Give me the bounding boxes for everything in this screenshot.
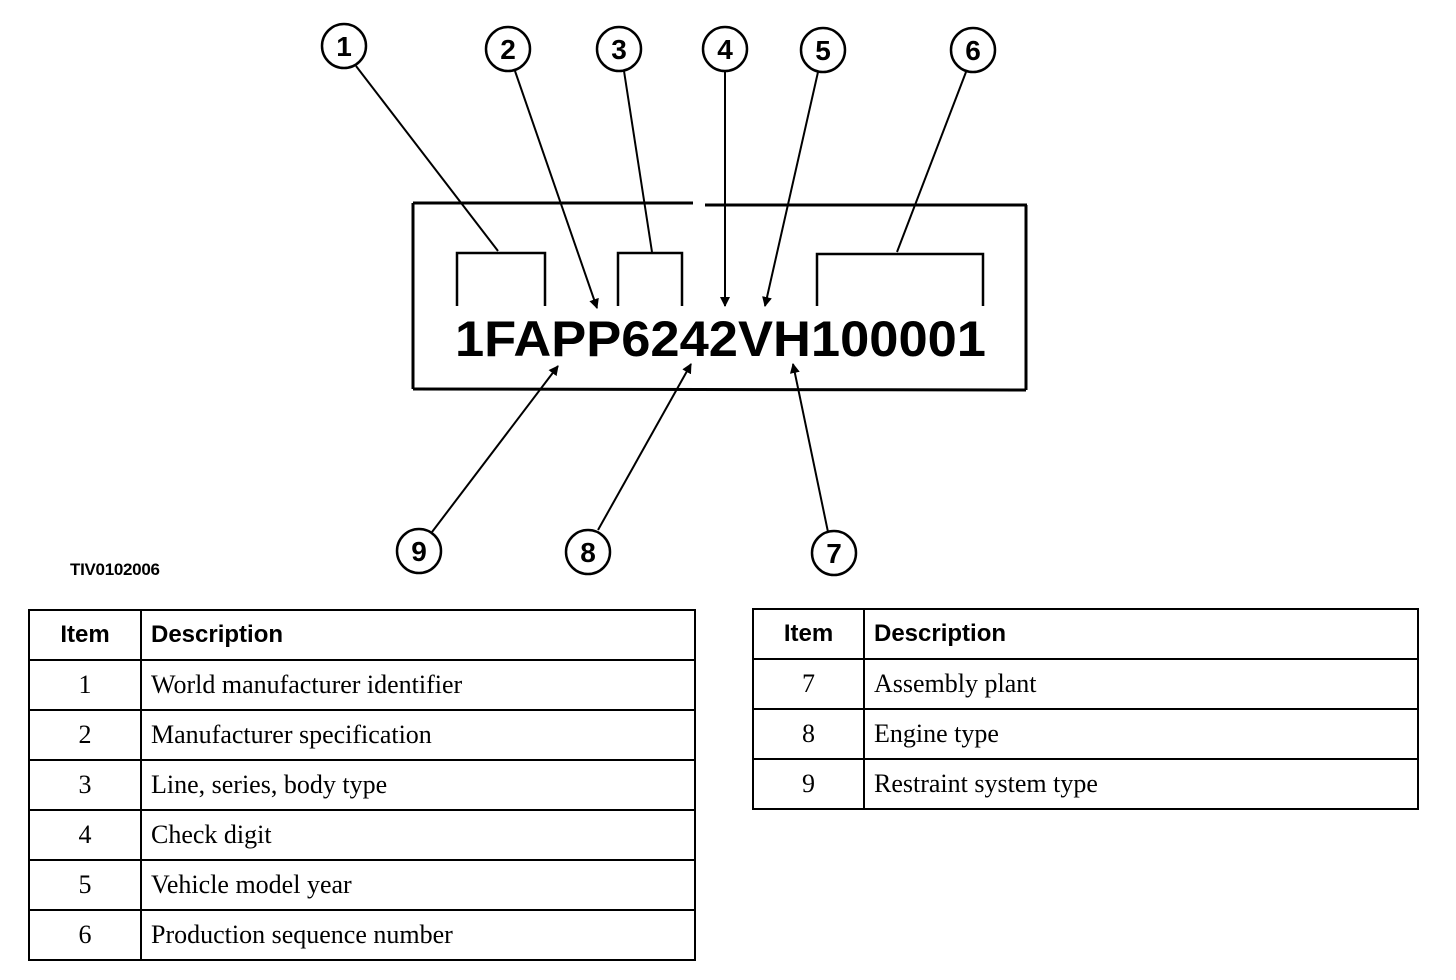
svg-text:6: 6 xyxy=(965,35,981,66)
row-item: 7 xyxy=(752,658,865,710)
svg-text:5: 5 xyxy=(815,35,831,66)
callout-9: 9 xyxy=(395,527,443,575)
leader-3 xyxy=(623,70,653,253)
row-description: Production sequence number xyxy=(140,909,696,961)
leader-2 xyxy=(514,70,599,309)
row-item: 2 xyxy=(28,709,142,761)
header-item: Item xyxy=(752,608,865,660)
leader-lines xyxy=(355,65,967,533)
row-description: Vehicle model year xyxy=(140,859,696,911)
row-item: 4 xyxy=(28,809,142,861)
table-row: 4 Check digit xyxy=(28,809,696,861)
header-description: Description xyxy=(863,608,1419,660)
svg-text:3: 3 xyxy=(611,34,627,65)
bracket-line-series xyxy=(616,251,684,306)
table-row: 8 Engine type xyxy=(752,708,1419,760)
leader-8 xyxy=(597,363,692,531)
bracket-wmi xyxy=(455,251,547,306)
callout-1: 1 xyxy=(320,22,368,70)
callout-6: 6 xyxy=(949,26,997,74)
table-row: 1 World manufacturer identifier xyxy=(28,659,696,711)
table-row: 6 Production sequence number xyxy=(28,909,696,961)
callout-3: 3 xyxy=(595,25,643,73)
svg-text:1: 1 xyxy=(336,31,352,62)
table-row: 2 Manufacturer specification xyxy=(28,709,696,761)
callout-7: 7 xyxy=(810,529,858,577)
figure-id: TIV0102006 xyxy=(70,560,160,579)
callout-8: 8 xyxy=(564,528,612,576)
leader-9 xyxy=(431,365,559,533)
row-item: 6 xyxy=(28,909,142,961)
vin-diagram: 1FAPP6242VH100001 1 2 3 4 xyxy=(320,22,1028,577)
row-item: 3 xyxy=(28,759,142,811)
vin-plate-frame xyxy=(411,201,1028,392)
row-description: Restraint system type xyxy=(863,758,1419,810)
table-row: 5 Vehicle model year xyxy=(28,859,696,911)
leader-1 xyxy=(355,65,499,252)
legend-table-left: Item Description 1 World manufacturer id… xyxy=(28,609,696,961)
table-header-row: Item Description xyxy=(752,608,1419,660)
row-description: Manufacturer specification xyxy=(140,709,696,761)
row-item: 9 xyxy=(752,758,865,810)
svg-text:2: 2 xyxy=(500,34,516,65)
vin-brackets xyxy=(455,251,985,306)
row-description: Assembly plant xyxy=(863,658,1419,710)
row-description: Check digit xyxy=(140,809,696,861)
vin-number: 1FAPP6242VH100001 xyxy=(455,311,986,367)
table-row: 7 Assembly plant xyxy=(752,658,1419,710)
row-item: 1 xyxy=(28,659,142,711)
table-row: 9 Restraint system type xyxy=(752,758,1419,810)
svg-text:4: 4 xyxy=(717,34,733,65)
header-item: Item xyxy=(28,609,142,661)
callout-2: 2 xyxy=(484,25,532,73)
callout-4: 4 xyxy=(701,25,749,73)
header-description: Description xyxy=(140,609,696,661)
bracket-sequence xyxy=(815,252,985,306)
legend-table-right: Item Description 7 Assembly plant 8 Engi… xyxy=(752,608,1419,810)
svg-text:8: 8 xyxy=(580,537,596,568)
leader-5 xyxy=(762,71,819,307)
row-description: World manufacturer identifier xyxy=(140,659,696,711)
row-item: 8 xyxy=(752,708,865,760)
leader-7 xyxy=(789,363,829,533)
leader-6 xyxy=(896,71,967,253)
row-description: Line, series, body type xyxy=(140,759,696,811)
callout-5: 5 xyxy=(799,26,847,74)
svg-text:7: 7 xyxy=(826,538,842,569)
svg-text:9: 9 xyxy=(411,536,427,567)
table-row: 3 Line, series, body type xyxy=(28,759,696,811)
row-description: Engine type xyxy=(863,708,1419,760)
row-item: 5 xyxy=(28,859,142,911)
table-header-row: Item Description xyxy=(28,609,696,661)
